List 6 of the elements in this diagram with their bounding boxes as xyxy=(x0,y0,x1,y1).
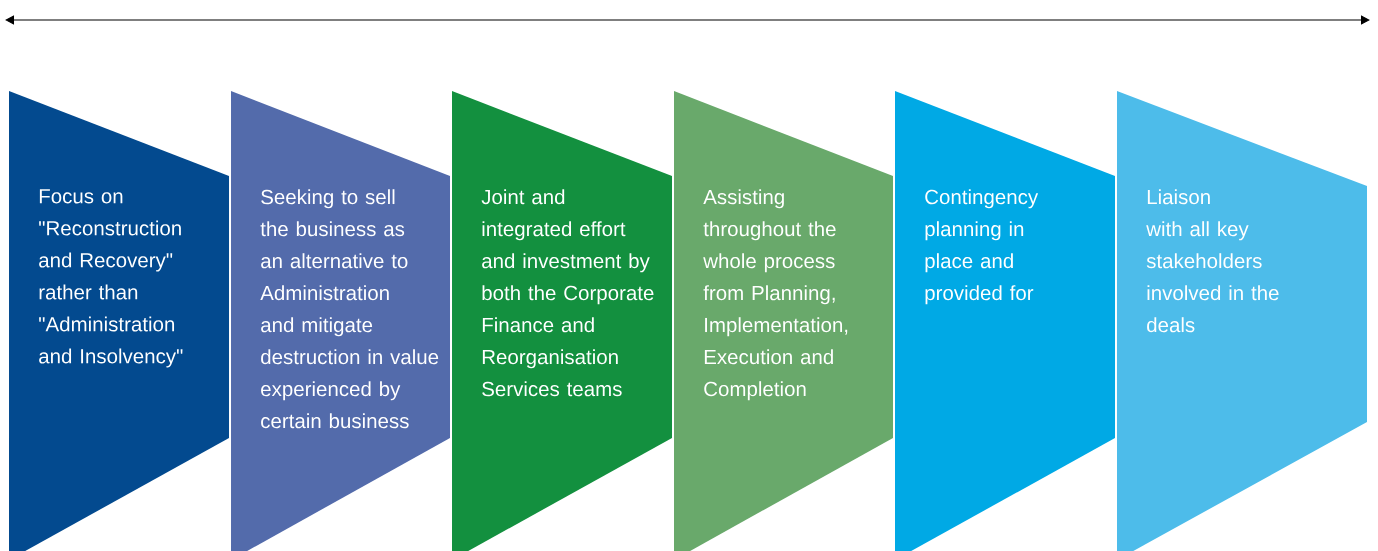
chevron-box: Assisting throughout the whole process from Planning, Implementation, Execution and Completion xyxy=(674,91,893,551)
chevron-box: Seeking to sell the business as an alternative to Administration and mitigate destruction in value experienced by certain business xyxy=(231,91,450,551)
chevron-box: Focus on "Reconstruction and Recovery" rather than "Administration and Insolvency" xyxy=(9,91,229,551)
chevron-box: Joint and integrated effort and investment by both the Corporate Finance and Reorganisation Services teams xyxy=(452,91,672,551)
chevron-box: Contingency planning in place and provided for xyxy=(895,91,1115,551)
chevron-box: Liaison with all key stakeholders involved in the deals xyxy=(1117,91,1367,551)
